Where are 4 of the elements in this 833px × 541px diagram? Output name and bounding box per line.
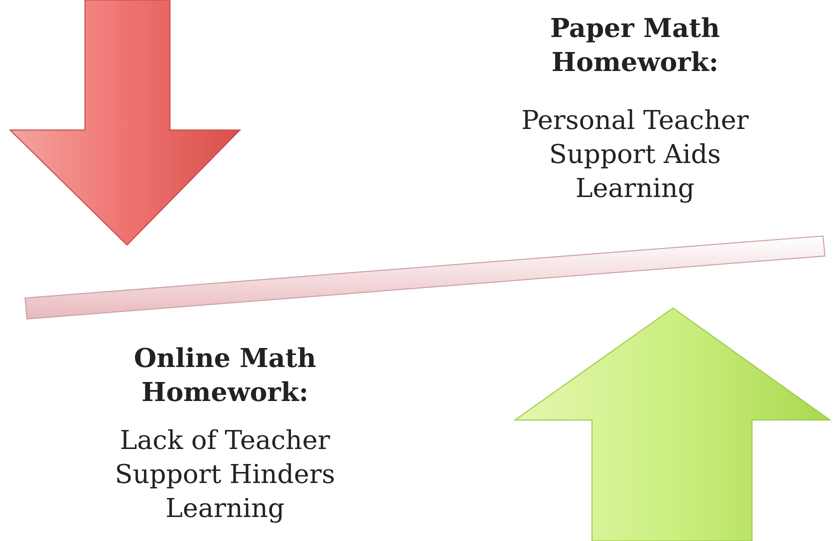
text-body: Personal Teacher Support Aids Learning	[520, 105, 750, 206]
text-heading: Online Math Homework:	[132, 343, 318, 410]
text-heading: Paper Math Homework:	[549, 13, 721, 80]
text-body: Lack of Teacher Support Hinders Learning	[114, 425, 336, 526]
